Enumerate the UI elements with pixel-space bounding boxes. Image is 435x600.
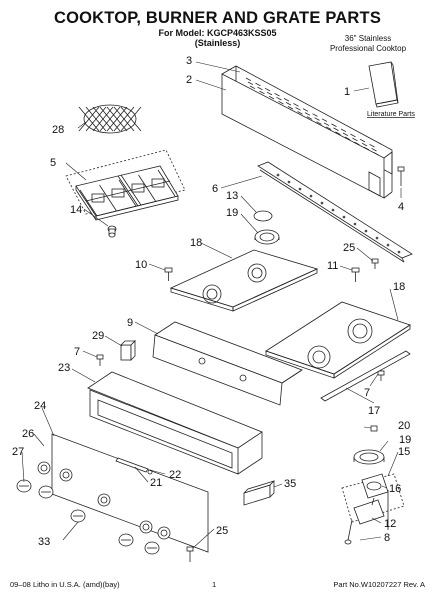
callout-23: 23 bbox=[58, 362, 70, 374]
burner-grate bbox=[65, 149, 186, 221]
backguard-assembly bbox=[221, 65, 393, 199]
rear-trim-bar-holes bbox=[276, 173, 401, 254]
control-panel bbox=[87, 371, 263, 475]
right-burner-assembly bbox=[341, 425, 405, 545]
callout-14: 14 bbox=[70, 204, 82, 216]
callout-28: 28 bbox=[52, 124, 64, 136]
callout-13: 13 bbox=[226, 190, 238, 202]
model-finish: (Stainless) bbox=[194, 38, 241, 48]
product-description: 36" Stainless Professional Cooktop bbox=[313, 34, 423, 54]
callout-10: 10 bbox=[135, 259, 147, 271]
backguard-vent-slots bbox=[245, 77, 379, 156]
callout-17: 17 bbox=[368, 405, 380, 417]
footer-page-number: 1 bbox=[212, 580, 217, 589]
leader-lines bbox=[21, 61, 402, 549]
callout-8: 8 bbox=[384, 532, 390, 544]
left-burner-box bbox=[169, 249, 319, 312]
callout-2: 2 bbox=[186, 74, 192, 86]
callout-7-left: 7 bbox=[74, 346, 80, 358]
literature-parts-label: Literature Parts bbox=[367, 111, 415, 118]
grate-bumper bbox=[107, 225, 117, 238]
footer-part-number: Part No.W10207227 Rev. A bbox=[333, 580, 425, 589]
callout-6: 6 bbox=[212, 183, 218, 195]
rear-trim-bar bbox=[257, 161, 413, 263]
callout-12: 12 bbox=[384, 518, 396, 530]
model-number: For Model: KGCP463KSS05 bbox=[158, 28, 277, 38]
right-burner-box bbox=[265, 301, 411, 379]
control-badge bbox=[243, 480, 275, 506]
front-trim-strip bbox=[320, 350, 411, 402]
callout-35: 35 bbox=[284, 478, 296, 490]
manifold-bracket bbox=[152, 321, 303, 406]
callout-19-left: 19 bbox=[226, 207, 238, 219]
callout-5: 5 bbox=[50, 157, 56, 169]
spark-module bbox=[120, 340, 136, 361]
product-line-1: 36" Stainless bbox=[344, 34, 392, 43]
product-line-2: Professional Cooktop bbox=[329, 44, 407, 53]
callout-11: 11 bbox=[327, 260, 338, 272]
callout-18-left: 18 bbox=[190, 237, 202, 249]
callout-24: 24 bbox=[34, 400, 46, 412]
callout-25-bottom: 25 bbox=[216, 525, 228, 537]
callout-33: 33 bbox=[38, 536, 50, 548]
valve-panel bbox=[51, 433, 209, 553]
callout-7-right: 7 bbox=[364, 387, 370, 399]
callout-22: 22 bbox=[169, 469, 181, 481]
footer-litho: 09–08 Litho in U.S.A. (amd)(bay) bbox=[10, 580, 120, 589]
callout-4: 4 bbox=[398, 201, 404, 213]
callout-27: 27 bbox=[12, 446, 24, 458]
grate-mat-grid bbox=[78, 106, 142, 132]
callout-29: 29 bbox=[92, 330, 104, 342]
grate-fingers bbox=[79, 169, 176, 217]
control-knobs bbox=[16, 461, 171, 555]
callout-19-right: 19 bbox=[399, 434, 411, 446]
callout-21: 21 bbox=[150, 477, 162, 489]
literature-booklet: Literature Parts bbox=[367, 61, 415, 118]
callout-16: 16 bbox=[389, 483, 401, 495]
left-burner-head bbox=[253, 210, 280, 245]
callout-26: 26 bbox=[22, 428, 34, 440]
callout-25-top: 25 bbox=[343, 242, 355, 254]
page-title: COOKTOP, BURNER AND GRATE PARTS bbox=[53, 9, 382, 27]
callout-15: 15 bbox=[398, 446, 410, 458]
callout-numbers: 1 2 3 4 5 6 7 7 8 9 10 11 12 13 14 15 16… bbox=[12, 55, 411, 548]
callout-18-right: 18 bbox=[393, 281, 405, 293]
model-info: For Model: KGCP463KSS05 (Stainless) bbox=[0, 28, 435, 48]
callout-1: 1 bbox=[344, 86, 350, 98]
callout-3: 3 bbox=[186, 55, 192, 67]
callout-9: 9 bbox=[127, 317, 133, 329]
callout-20: 20 bbox=[398, 420, 410, 432]
